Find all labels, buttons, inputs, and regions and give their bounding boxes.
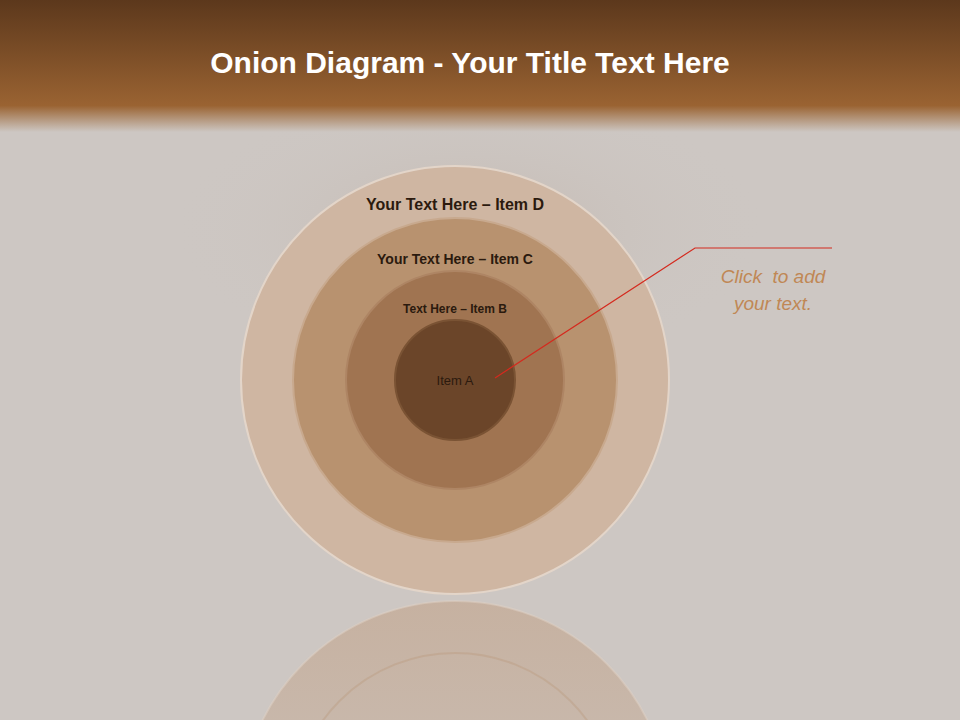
layer-circle (241, 166, 669, 594)
reflection-ring (292, 653, 618, 720)
layer-circle (293, 218, 617, 542)
slide-title: Onion Diagram - Your Title Text Here (0, 46, 940, 80)
layer-label: Your Text Here – Item D (240, 196, 670, 214)
onion-layer: Text Here – Item B Item A (345, 270, 565, 490)
layer-label: Your Text Here – Item C (292, 251, 618, 267)
layer-label: Text Here – Item B (345, 302, 565, 316)
onion-layer: Your Text Here – Item C Text Here – Item … (292, 217, 618, 543)
reflection-ring (240, 601, 670, 720)
onion-layer: Item A (394, 319, 516, 441)
layer-circle (395, 320, 515, 440)
callout-text: Click to add your text. (709, 264, 837, 317)
header-bar (0, 0, 960, 132)
onion-layer: Your Text Here – Item D Your Text Here – … (240, 165, 670, 595)
reflection (240, 601, 670, 720)
layer-label: Item A (394, 373, 516, 388)
layer-circle (346, 271, 564, 489)
